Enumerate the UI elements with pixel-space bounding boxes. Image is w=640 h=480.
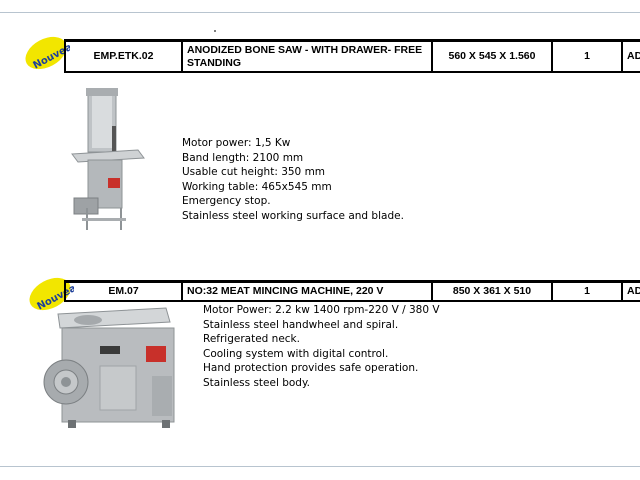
spec-line: Stainless steel body. bbox=[203, 376, 311, 389]
bone-saw-image bbox=[71, 88, 145, 230]
product-specs-2: Motor Power: 2.2 kw 1400 rpm-220 V / 380… bbox=[203, 303, 440, 391]
spec-line: Motor Power: 2.2 kw 1400 rpm-220 V / 380… bbox=[203, 304, 440, 316]
product-row-1: EMP.ETK.02 ANODIZED BONE SAW - WITH DRAW… bbox=[64, 39, 640, 73]
spec-line: Stainless steel handwheel and spiral. bbox=[203, 318, 399, 331]
spec-line: Hand protection provides safe operation. bbox=[203, 362, 419, 375]
product-code: EM.07 bbox=[64, 280, 183, 302]
product-quantity: 1 bbox=[551, 280, 623, 302]
stray-dot bbox=[214, 30, 216, 32]
spec-line: Usable cut height: 350 mm bbox=[182, 166, 326, 179]
spec-line: Emergency stop. bbox=[182, 195, 271, 208]
product-extra: AD bbox=[621, 280, 640, 302]
spec-line: Band length: 2100 mm bbox=[182, 151, 304, 164]
top-frame-line bbox=[0, 12, 640, 13]
product-dimensions: 560 X 545 X 1.560 bbox=[431, 39, 553, 73]
spec-line: Motor power: 1,5 Kw bbox=[182, 137, 291, 149]
spec-line: Refrigerated neck. bbox=[203, 333, 300, 346]
product-row-2: EM.07 NO:32 MEAT MINCING MACHINE, 220 V … bbox=[64, 280, 640, 302]
meat-mincer-image bbox=[43, 307, 175, 428]
product-extra: AD bbox=[621, 39, 640, 73]
product-description: NO:32 MEAT MINCING MACHINE, 220 V bbox=[181, 280, 433, 302]
spec-line: Working table: 465x545 mm bbox=[182, 180, 332, 193]
bottom-frame-line bbox=[0, 466, 640, 467]
nouveau-badge: Nouveau bbox=[25, 36, 70, 72]
product-description: ANODIZED BONE SAW - WITH DRAWER- FREE ST… bbox=[181, 39, 433, 73]
product-dimensions: 850 X 361 X 510 bbox=[431, 280, 553, 302]
spec-line: Stainless steel working surface and blad… bbox=[182, 209, 404, 222]
spec-line: Cooling system with digital control. bbox=[203, 347, 389, 360]
product-quantity: 1 bbox=[551, 39, 623, 73]
product-code: EMP.ETK.02 bbox=[64, 39, 183, 73]
product-specs-1: Motor power: 1,5 Kw Band length: 2100 mm… bbox=[182, 136, 404, 224]
